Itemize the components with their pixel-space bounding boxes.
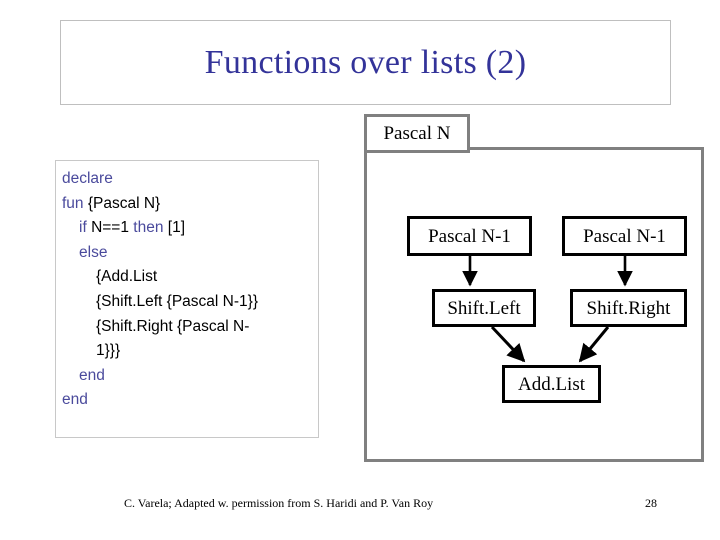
code-line: {Shift.Right {Pascal N- [62,315,314,340]
code-keyword: fun [62,194,88,212]
code-line: 1}}} [62,339,314,364]
node-label: Add.List [517,373,586,395]
code-text: [1] [167,219,186,237]
code-line: {Shift.Left {Pascal N-1}} [62,290,314,315]
node-label: Shift.Left [447,297,521,319]
code-line: {Add.List [62,265,314,290]
code-text: N==1 [91,219,134,237]
code-line: declare [62,167,314,192]
node-shiftright: Shift.Right [570,289,687,327]
code-line: end [62,364,314,389]
code-text: {Pascal N} [87,194,161,212]
code-text: {Add.List [96,268,158,286]
node-label: Shift.Right [586,297,671,319]
footer-page-number: 28 [645,496,657,510]
title-placeholder: Functions over lists (2) [60,20,671,105]
node-shiftleft: Shift.Left [432,289,536,327]
diagram-container [364,147,704,462]
node-label: Pascal N-1 [428,225,511,247]
code-line: fun {Pascal N} [62,192,314,217]
node-pascal-n-1-right: Pascal N-1 [562,216,687,256]
code-text: {Shift.Right {Pascal N- [96,317,250,335]
code-keyword: if [79,219,92,237]
code-line: end [62,388,314,413]
page-title: Functions over lists (2) [204,43,527,81]
node-label: Pascal N-1 [583,225,666,247]
node-pascal-n-1-left: Pascal N-1 [407,216,532,256]
code-line: else [62,241,314,266]
code-keyword: end [62,391,88,409]
code-keyword: declare [62,170,113,187]
footer-credit: C. Varela; Adapted w. permission from S.… [124,496,434,510]
code-text: 1}}} [96,342,121,360]
node-addlist: Add.List [502,365,601,403]
code-keyword: end [79,366,105,384]
diagram-label-pascal-n: Pascal N [364,114,470,153]
code-keyword: else [79,243,108,261]
code-keyword: then [133,219,168,237]
code-line: if N==1 then [1] [62,216,314,241]
code-text: {Shift.Left {Pascal N-1}} [96,292,258,310]
diagram-label-text: Pascal N [383,123,451,144]
